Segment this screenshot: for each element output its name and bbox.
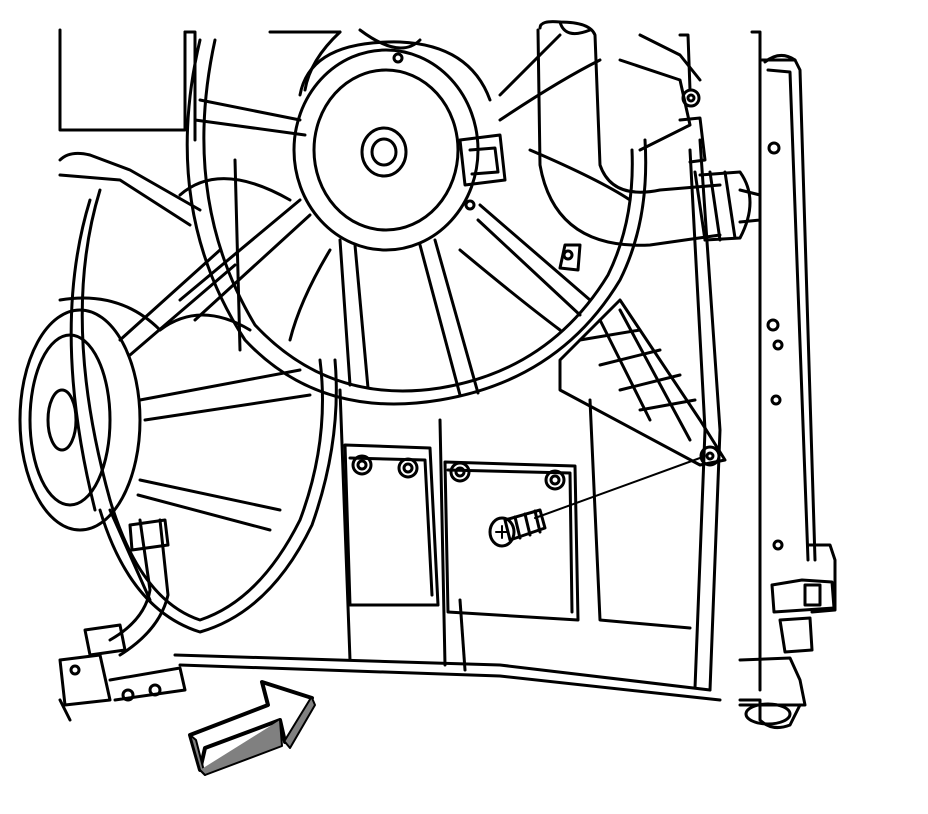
- upper-radiator-hose: [536, 20, 762, 272]
- radiator-side-tank: [738, 30, 837, 730]
- direction-arrow-icon: [188, 680, 316, 776]
- mounting-plates: [343, 443, 580, 622]
- shroud-bracket: [558, 298, 727, 467]
- fan-wiring-harness: [58, 518, 187, 722]
- left-cooling-fan: [18, 151, 338, 634]
- shroud-mounting-bolt: [488, 457, 701, 548]
- right-cooling-fan: [178, 28, 648, 406]
